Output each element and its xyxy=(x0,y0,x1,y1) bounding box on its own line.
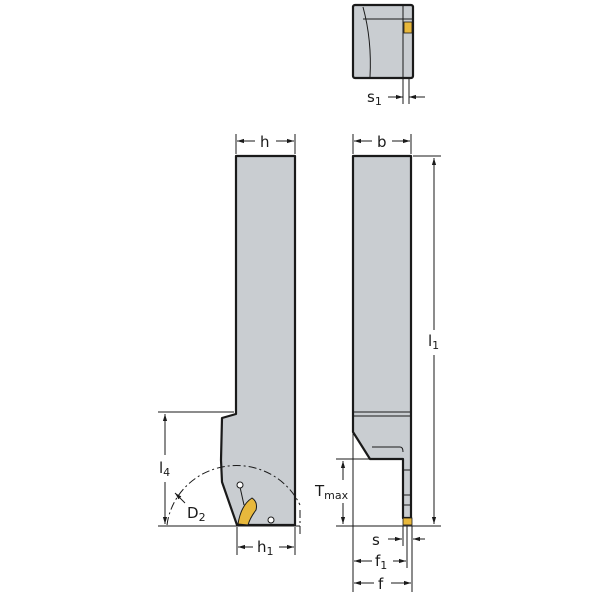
side-view-body xyxy=(219,154,297,527)
top-view: s1 xyxy=(351,3,425,108)
insert-top xyxy=(403,21,413,34)
front-view: b l1 Tmax s f1 f xyxy=(314,133,441,593)
s1-label: s1 xyxy=(367,88,382,108)
tmax-label: Tmax xyxy=(314,482,349,502)
l1-label: l1 xyxy=(428,332,439,352)
f1-label: f1 xyxy=(375,552,387,572)
front-view-body xyxy=(351,154,413,520)
h1-label: h1 xyxy=(257,538,274,558)
insert-front xyxy=(402,517,413,526)
s-label: s xyxy=(372,531,380,549)
l4-label: l4 xyxy=(159,459,170,479)
f-label: f xyxy=(378,575,384,593)
top-view-body xyxy=(351,3,415,80)
insert-side xyxy=(237,497,257,526)
h-label: h xyxy=(260,133,270,151)
b-label: b xyxy=(377,133,387,151)
side-view: h l4 D2 h1 xyxy=(158,133,301,558)
d2-label: D2 xyxy=(187,504,206,524)
